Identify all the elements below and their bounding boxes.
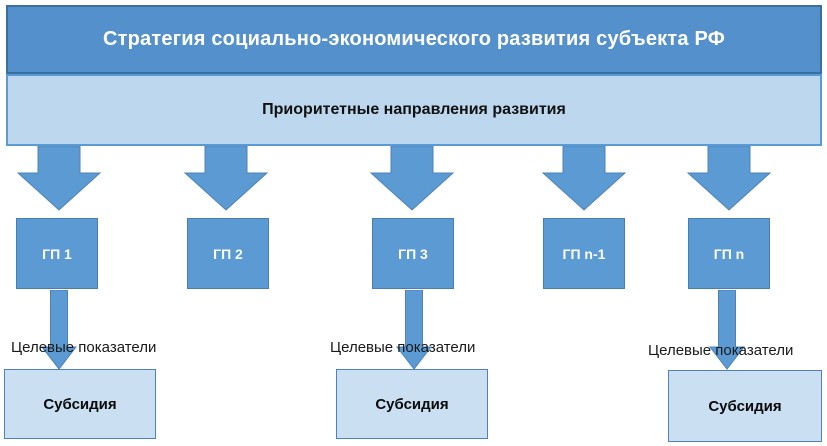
- subsidy-box-label: Субсидия: [708, 397, 782, 415]
- subsidy-box-label: Субсидия: [43, 395, 117, 413]
- priorities-band-label: Приоритетные направления развития: [262, 101, 566, 118]
- down-arrow-icon: [17, 146, 101, 211]
- target-indicators-label: Целевые показатели: [648, 342, 794, 359]
- program-box-label: ГП 2: [213, 245, 243, 262]
- target-indicators-label: Целевые показатели: [11, 339, 157, 356]
- program-box-gp-n-1: ГП n-1: [543, 218, 625, 289]
- indicator-arrow-icon: [41, 290, 77, 370]
- strategy-banner-title: Стратегия социально-экономического разви…: [103, 28, 725, 50]
- down-arrow-icon: [542, 146, 626, 211]
- subsidy-box: Субсидия: [668, 370, 822, 442]
- program-box-label: ГП 1: [42, 245, 72, 262]
- subsidy-box: Субсидия: [4, 369, 156, 439]
- program-box-gp3: ГП 3: [372, 218, 454, 289]
- indicator-arrow-icon: [396, 290, 432, 370]
- subsidy-box-label: Субсидия: [375, 395, 449, 413]
- down-arrow-icon: [687, 146, 771, 211]
- down-arrow-icon: [370, 146, 454, 211]
- indicator-arrow-icon: [709, 290, 745, 370]
- down-arrow-icon: [184, 146, 268, 211]
- program-box-label: ГП 3: [398, 245, 428, 262]
- program-box-gp1: ГП 1: [16, 218, 98, 289]
- priorities-band: Приоритетные направления развития: [6, 74, 822, 146]
- program-box-label: ГП n: [713, 245, 745, 262]
- target-indicators-label: Целевые показатели: [330, 339, 476, 356]
- subsidy-box: Субсидия: [336, 369, 488, 439]
- program-box-label: ГП n-1: [562, 245, 606, 262]
- program-box-gp-n: ГП n: [688, 218, 770, 289]
- strategy-banner: Стратегия социально-экономического разви…: [6, 5, 822, 74]
- program-box-gp2: ГП 2: [187, 218, 269, 289]
